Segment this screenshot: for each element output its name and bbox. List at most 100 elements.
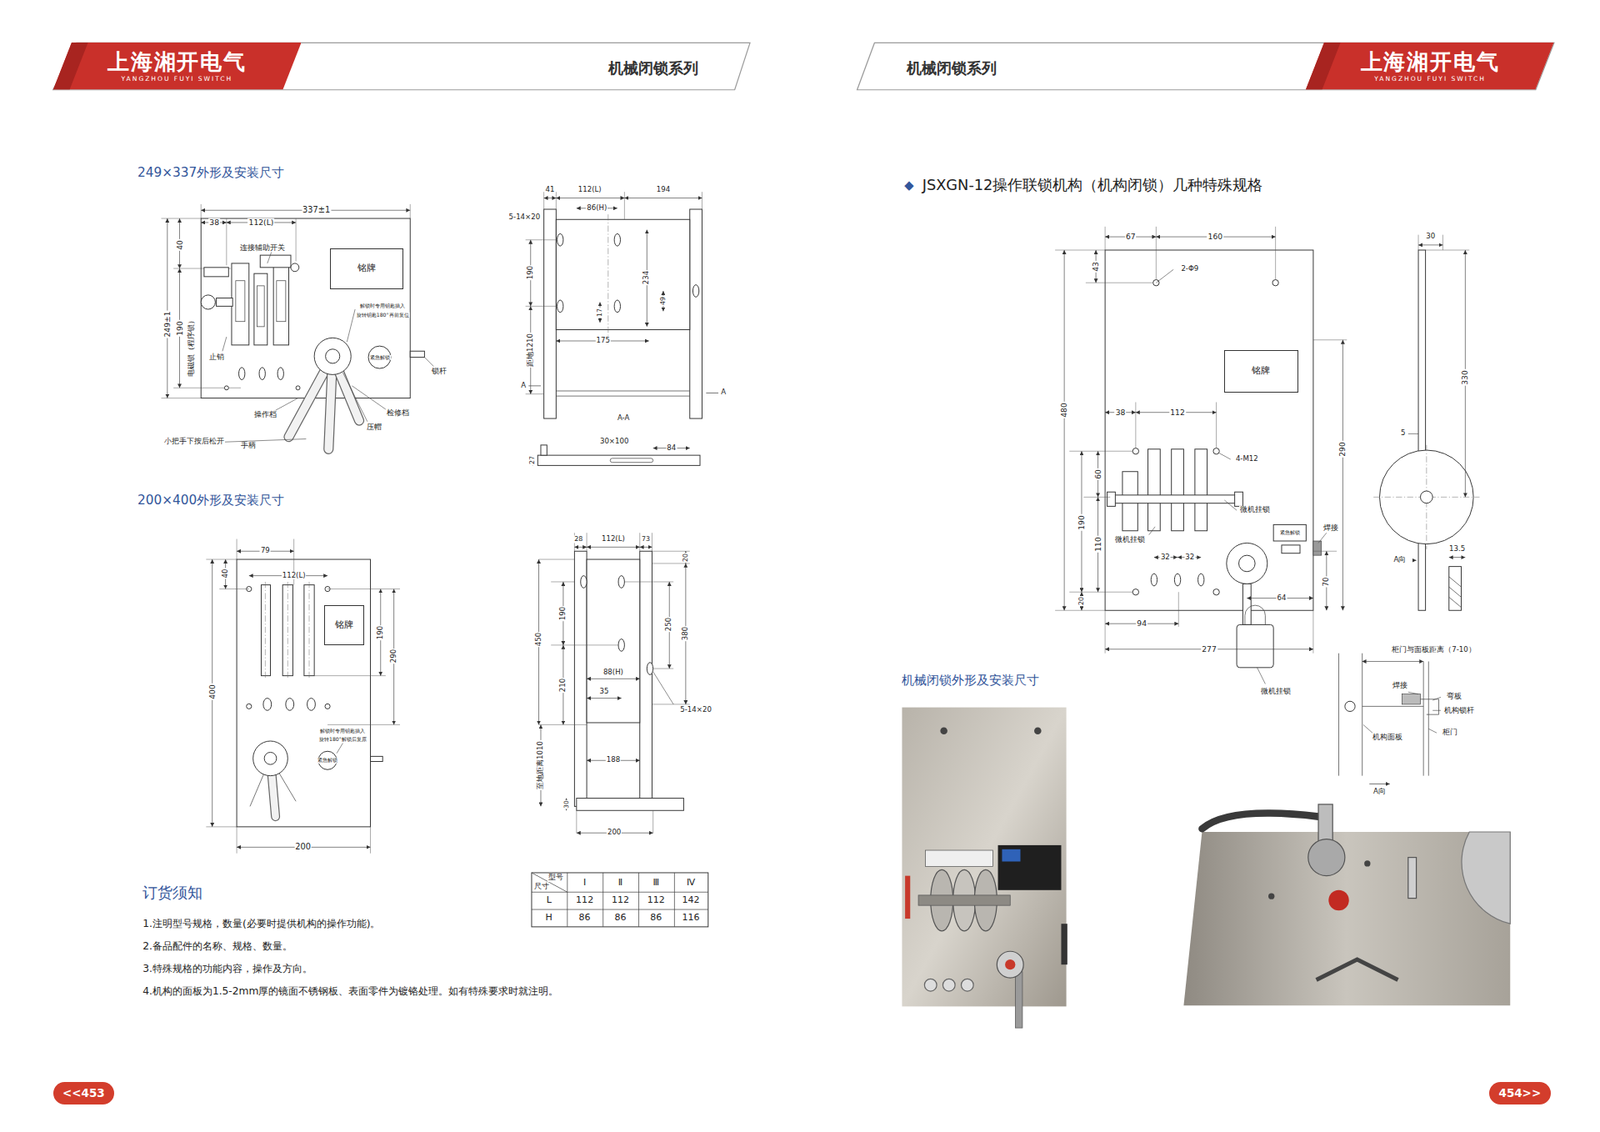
special-spec-front-view-part (1055, 250, 1105, 251)
drawing-label: 190 (175, 320, 185, 338)
product-photo-perspective-part (1183, 831, 1510, 1005)
drawing-label: 小把手下按后松开 (163, 437, 225, 446)
drawing-label: 弯板 (1445, 692, 1463, 701)
side-view-200x400 (539, 532, 690, 833)
side-view-200x400-part (646, 662, 653, 675)
special-spec-front-view-part (1215, 401, 1217, 448)
drawing-label: 400 (207, 683, 217, 700)
special-spec-front-view-part (1171, 449, 1185, 531)
drawing-label: 190 (1077, 514, 1087, 531)
drawing-label: 5-14×20 (508, 213, 542, 222)
front-view-200x400-part (285, 698, 295, 711)
product-photo-perspective-part (1328, 890, 1349, 910)
drawing-label: 4-M12 (1235, 455, 1260, 464)
drawing-label: 32 (1160, 553, 1171, 562)
side-view-249x337-part (555, 197, 625, 199)
drawing-label: 38 (1115, 407, 1127, 417)
drawing-label: 锁杆 (430, 367, 448, 376)
drawing-label: 86(H) (585, 204, 608, 213)
special-spec-front-view-part (1055, 610, 1105, 611)
size-table-part (638, 872, 640, 927)
front-view-249x337-part (276, 280, 286, 322)
side-view-200x400-part (618, 639, 625, 652)
cabinet-door-detail-part (1362, 660, 1424, 662)
drawing-label: 40 (175, 239, 185, 251)
special-spec-side-view-part (1408, 433, 1419, 435)
drawing-label: 紧急解锁 (316, 757, 339, 763)
front-view-249x337-part (200, 295, 215, 310)
side-view-200x400-part (550, 644, 619, 645)
drawing-label: 手柄 (240, 441, 257, 450)
side-view-200x400-part (575, 810, 577, 833)
side-view-200x400-part (651, 550, 690, 552)
special-spec-front-view-part (1135, 401, 1136, 448)
drawing-label: 380 (681, 625, 690, 641)
side-view-249x337-part (690, 209, 703, 419)
section-heading: 订货须知 (141, 884, 204, 902)
special-spec-side-view-part (1449, 556, 1466, 558)
front-view-200x400-part (307, 698, 316, 711)
product-photo-front-part (905, 875, 910, 919)
drawing-label: 20 (681, 552, 690, 563)
drawing-label: L (545, 895, 553, 906)
front-view-200x400-part (336, 742, 343, 753)
side-view-249x337-part (544, 209, 557, 419)
drawing-label: 450 (535, 630, 544, 646)
special-spec-side-view-part (1418, 235, 1420, 250)
header-frame (53, 42, 1555, 90)
side-view-249x337-part (557, 233, 564, 246)
special-spec-front-view-part (1132, 589, 1139, 595)
special-spec-front-view-part (1219, 453, 1230, 460)
product-photo-front-part (924, 978, 937, 991)
side-view-249x337-part (614, 300, 620, 313)
drawing-label: 94 (1135, 619, 1148, 629)
special-spec-front-view-part (1273, 524, 1306, 541)
drawing-label: Ⅱ (617, 877, 624, 889)
drawing-label: Ⅳ (685, 877, 696, 889)
page-number-pill: <<453 (53, 1081, 115, 1105)
drawing-label: 112(L) (600, 535, 626, 544)
special-spec-front-view-part (1213, 448, 1220, 455)
front-view-249x337-part (295, 385, 300, 390)
side-view-200x400-part (586, 678, 640, 680)
side-view-200x400-part (580, 575, 587, 589)
special-spec-front-view-part (1213, 589, 1220, 595)
drawing-label: 277 (1200, 644, 1218, 654)
side-view-200x400-part (651, 562, 690, 564)
drawing-label: 2-Φ9 (1180, 265, 1200, 274)
drawing-label: 290 (390, 648, 399, 664)
drawing-label: 柜门与面板距离（7-10） (1390, 645, 1476, 655)
drawing-label: 84 (665, 444, 677, 453)
drawing-label: 距地1210 (526, 332, 535, 368)
cabinet-door-detail-part (1345, 700, 1355, 711)
side-view-200x400-part (652, 810, 654, 833)
drawing-label: 焊接 (1391, 681, 1409, 690)
side-view-249x337-part (624, 197, 702, 199)
front-view-200x400-part (219, 588, 250, 590)
section-heading: 200×400外形及安装尺寸 (136, 493, 285, 509)
side-view-249x337-part (540, 445, 547, 455)
drawing-label: 紧急解锁 (369, 354, 391, 360)
special-spec-front-view-part (1313, 339, 1347, 340)
front-view-249x337-part (222, 336, 227, 351)
series-title: 机械闭锁系列 (607, 59, 700, 77)
side-view-249x337-part (610, 458, 653, 463)
front-view-200x400-part (325, 703, 330, 709)
front-view-200x400-part (370, 826, 371, 854)
special-spec-front-view-part (1155, 226, 1157, 280)
front-view-200x400-part (260, 585, 270, 676)
drawing-label: 压帽 (365, 423, 383, 432)
cabinet-door-detail-part (1361, 653, 1363, 776)
drawing-label: 64 (1276, 594, 1288, 603)
drawing-label: 234 (642, 270, 651, 285)
drawing-label: A向 (1372, 787, 1387, 796)
special-spec-side-view-part (1425, 250, 1470, 251)
drawing-label: 112(L) (281, 571, 307, 580)
size-table-part (602, 872, 604, 927)
side-view-249x337-part (555, 219, 690, 330)
front-view-249x337-part (259, 367, 265, 380)
nameplate-label: 铭牌 (1251, 365, 1270, 377)
special-spec-front-view-part (1239, 555, 1256, 572)
drawing-label: Ⅰ (582, 877, 587, 889)
cabinet-door-detail-part (1363, 724, 1373, 733)
